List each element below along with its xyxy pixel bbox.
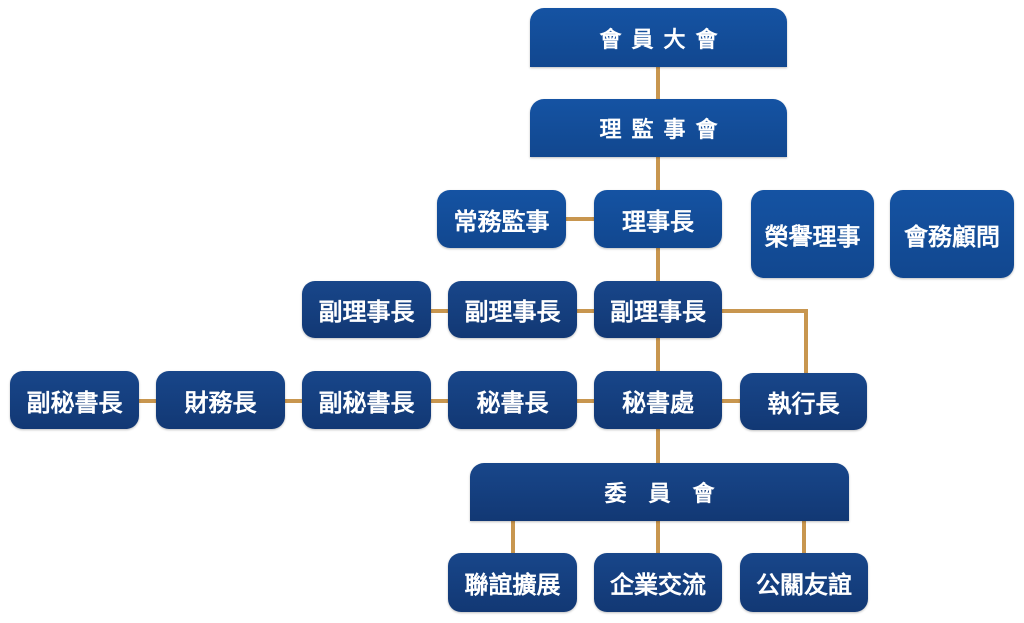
connector-secretariat-committee [656, 428, 660, 464]
connector-committee-business [656, 520, 660, 555]
node-general-assembly: 會員大會 [530, 8, 787, 67]
connector-vice-ceo-v [804, 309, 808, 375]
node-chairman: 理事長 [594, 190, 722, 248]
node-advisor: 會務顧問 [890, 190, 1014, 278]
node-business-exchange: 企業交流 [594, 553, 722, 612]
connector-committee-fellowship [511, 520, 515, 555]
node-honorary-director: 榮譽理事 [751, 190, 874, 278]
node-vice-chairman-left: 副理事長 [302, 281, 431, 338]
node-vice-chairman-main: 副理事長 [594, 281, 722, 338]
node-treasurer: 財務長 [156, 371, 285, 429]
connector-chairman-vice [656, 247, 660, 283]
connector-vice-ceo-h [720, 309, 808, 313]
connector-vice-secretariat [656, 337, 660, 373]
node-committee: 委員會 [470, 463, 849, 521]
node-public-relations: 公關友誼 [740, 553, 868, 612]
connector-committee-pr [802, 520, 806, 555]
node-secretary-general: 秘書長 [448, 371, 577, 429]
node-vice-chairman-mid: 副理事長 [448, 281, 577, 338]
connector-secretariat-row [138, 399, 742, 403]
node-board: 理監事會 [530, 99, 787, 157]
node-deputy-secretary: 副秘書長 [302, 371, 431, 429]
node-deputy-secretary-left: 副秘書長 [10, 371, 139, 429]
node-fellowship-expansion: 聯誼擴展 [448, 553, 577, 612]
connector-board-chairman [656, 156, 660, 192]
node-standing-supervisor: 常務監事 [437, 190, 566, 248]
node-secretariat: 秘書處 [594, 371, 722, 429]
connector-assembly-board [656, 66, 660, 100]
connector-supervisor-chairman [565, 217, 595, 221]
node-ceo: 執行長 [740, 373, 867, 430]
